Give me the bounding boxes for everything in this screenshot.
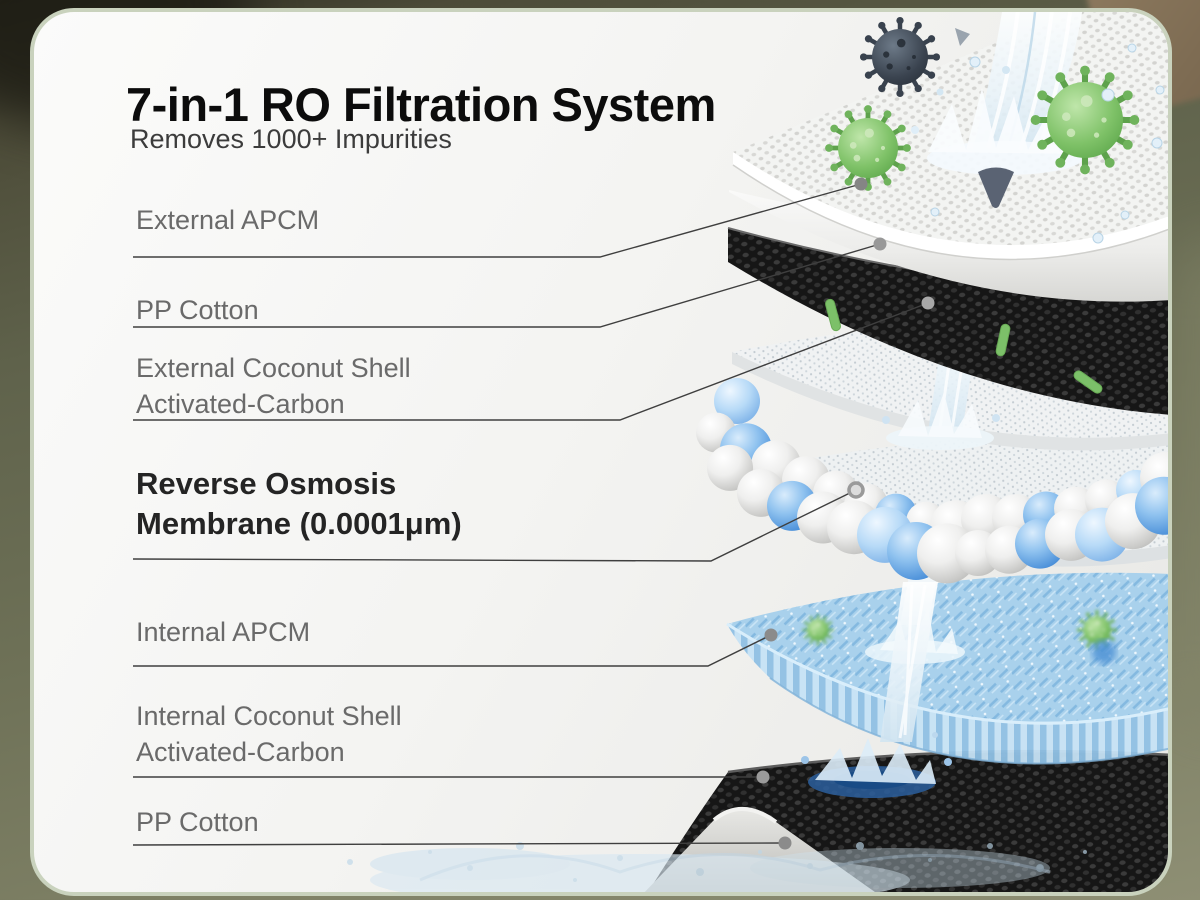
leader-line <box>133 634 772 667</box>
water-droplet-icon <box>1127 43 1137 53</box>
leader-dot <box>778 836 792 850</box>
contaminant-icons <box>802 16 1165 664</box>
water-droplet-icon <box>969 56 981 68</box>
filter-stack-illustration <box>132 12 1168 892</box>
water-droplet-icon <box>1151 137 1163 149</box>
virus-dark-icon <box>859 16 941 98</box>
page-title: 7-in-1 RO Filtration System <box>126 78 716 132</box>
bacteria-rod-icon <box>1073 370 1103 394</box>
layer-label-pp-cotton-top: PP Cotton <box>136 295 259 325</box>
layer-label-internal-apcm: Internal APCM <box>136 617 311 647</box>
backdrop-highlight <box>1176 240 1200 720</box>
leader-line <box>133 302 929 421</box>
water-droplet-icon <box>1120 210 1130 220</box>
page-subtitle: Removes 1000+ Impurities <box>130 124 452 154</box>
bacteria-rod-icon <box>995 323 1011 357</box>
water-splash-mist <box>347 842 1087 892</box>
sediment-shard-icon <box>955 28 970 46</box>
water-droplet-icon <box>1092 232 1104 244</box>
water-stream-lower <box>801 560 965 798</box>
layer-label-external-apcm: External APCM <box>136 205 320 235</box>
virus-green-icon <box>802 614 834 646</box>
layer-label-pp-cotton-bottom: PP Cotton <box>136 807 259 837</box>
water-droplet-icon <box>1101 88 1115 102</box>
water-stream-icon <box>911 12 1103 175</box>
water-droplet-icon <box>1155 85 1165 95</box>
leader-dot <box>847 481 865 499</box>
bacteria-rod-icon <box>825 298 841 332</box>
water-droplet-icon <box>930 207 940 217</box>
leader-dot <box>921 296 935 310</box>
leader-line <box>133 243 881 328</box>
leader-lines <box>132 177 935 850</box>
virus-green-icon <box>825 105 911 191</box>
layer-label-external-coconut: External Coconut Shell Activated-Carbon <box>136 353 411 419</box>
leader-line <box>132 489 857 562</box>
layer-label-internal-coconut: Internal Coconut Shell Activated-Carbon <box>136 701 402 767</box>
filter-layer-stack <box>132 12 1168 892</box>
leader-dot <box>764 628 778 642</box>
content-card: 7-in-1 RO Filtration System Removes 1000… <box>30 8 1172 896</box>
leader-line <box>132 842 786 846</box>
leader-line <box>133 183 862 258</box>
virus-green-icon <box>1030 65 1140 175</box>
layer-label-ro-membrane: Reverse Osmosis Membrane (0.0001μm) <box>136 466 462 541</box>
layer-internal-apcm-sheet <box>726 572 1168 765</box>
leader-dot <box>756 770 770 784</box>
sediment-cone-icon <box>978 167 1014 208</box>
leader-dot <box>854 177 868 191</box>
leader-dot <box>873 237 887 251</box>
virus-residue-icon <box>1092 640 1116 664</box>
